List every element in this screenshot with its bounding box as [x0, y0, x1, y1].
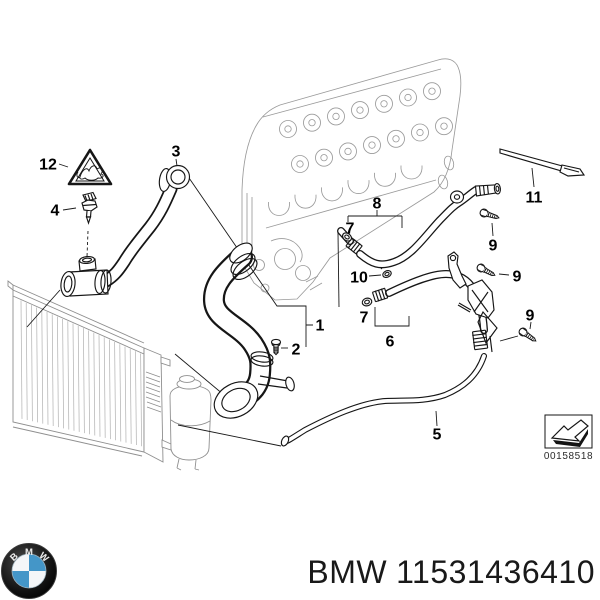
valve-spring-row [279, 82, 453, 173]
callout-8: 8 [373, 196, 382, 213]
brand-name: BMW [307, 554, 388, 591]
callout-2: 2 [292, 342, 301, 359]
radiator-core-fins [20, 300, 142, 447]
logo-letter-m: M [25, 547, 33, 558]
hose-clamp-upper [230, 252, 256, 276]
callout-9b: 9 [513, 269, 522, 286]
radiator-drawing [7, 280, 172, 463]
bolt-9c [517, 326, 539, 345]
bellows-coupling-lower [371, 287, 389, 303]
callout-4: 4 [51, 203, 60, 220]
pipe-bracket [447, 251, 498, 353]
bmw-logo: B M W [1, 543, 57, 599]
stamp-box: 00158518 [544, 414, 593, 462]
callout-7a: 7 [346, 221, 355, 238]
callout-3: 3 [172, 144, 181, 161]
temp-sensor [81, 191, 98, 225]
stamp-arrow-shadow [553, 429, 588, 447]
lower-radiator-hose [203, 242, 295, 419]
hose-end-sleeve [280, 435, 290, 447]
callout-11: 11 [526, 190, 543, 207]
o-ring-7-lower [361, 297, 373, 307]
callout-1: 1 [316, 318, 325, 335]
vent-pipe-upper [337, 182, 501, 279]
upper-radiator-hose [60, 164, 191, 298]
leader-lines [26, 158, 535, 447]
engine-drawing [241, 58, 462, 301]
bolt-9a [478, 207, 501, 223]
vent-hose [280, 353, 487, 447]
intake-port-arcs [268, 165, 423, 216]
stamp-arrow-icon [550, 419, 589, 442]
bleed-screw [270, 338, 282, 356]
callout-9a: 9 [489, 238, 498, 255]
callout-6: 6 [386, 334, 395, 351]
hose-connector-bellows [471, 329, 489, 351]
tee-fitting [60, 255, 112, 298]
expansion-tank-drawing [169, 375, 212, 471]
callout-10: 10 [350, 270, 368, 287]
bellows-coupling-upper [345, 237, 363, 255]
image-id: 00158518 [544, 451, 593, 462]
o-ring-7-upper [341, 232, 353, 242]
callout-5: 5 [433, 427, 442, 444]
vent-pipe-lower [361, 251, 498, 353]
seal-ring-10 [382, 269, 392, 279]
callout-7b: 7 [360, 310, 369, 327]
elbow-stub [257, 375, 289, 389]
warning-triangle [67, 148, 113, 186]
pipe-end-fitting [474, 182, 501, 197]
hose-opening [229, 242, 253, 264]
part-number-value: 11531436410 [396, 554, 595, 591]
hose-end-collar [158, 164, 191, 192]
callout-9c: 9 [526, 308, 535, 325]
bolt-9b [475, 262, 498, 280]
callout-12: 12 [39, 157, 57, 174]
hose-clamp-lower [250, 351, 274, 363]
part-11-strip [499, 148, 586, 177]
